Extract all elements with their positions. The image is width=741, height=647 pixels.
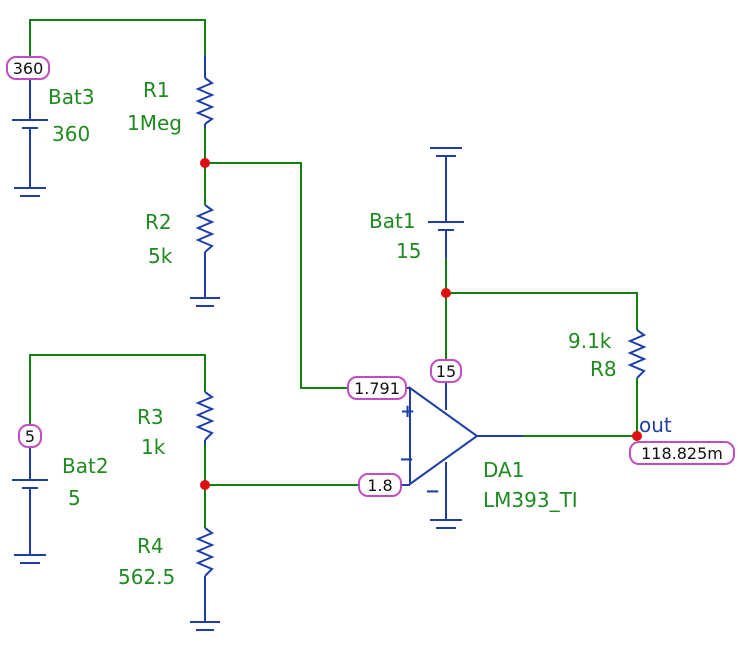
resistor-r2[interactable] <box>190 204 220 307</box>
label-r3-name: R3 <box>137 405 164 429</box>
pin-plus: + <box>400 401 415 422</box>
label-r4-value: 562.5 <box>118 565 175 589</box>
label-bat3-name: Bat3 <box>48 85 95 109</box>
label-r1-value: 1Meg <box>127 111 182 135</box>
label-r4-name: R4 <box>137 534 164 558</box>
node-supply <box>441 288 451 298</box>
label-r8-value: 9.1k <box>568 329 612 353</box>
probe-bat3-node[interactable]: 360 <box>6 56 50 80</box>
label-bat1-name: Bat1 <box>369 209 416 233</box>
pin-supply-minus: − <box>425 481 440 502</box>
probe-output[interactable]: 118.825m <box>629 441 735 465</box>
resistor-r4[interactable] <box>190 527 220 631</box>
label-r3-value: 1k <box>141 435 166 459</box>
label-bat3-value: 360 <box>52 122 90 146</box>
svg-text:360: 360 <box>13 59 44 78</box>
probe-bat2-node[interactable]: 5 <box>18 424 42 448</box>
label-da1-name: DA1 <box>483 458 524 482</box>
wire-bat2-top <box>29 354 206 425</box>
label-r2-name: R2 <box>145 210 172 234</box>
svg-text:1.791: 1.791 <box>354 379 400 398</box>
wire-bat3-top <box>29 19 206 78</box>
wires <box>29 19 638 528</box>
battery-bat3[interactable] <box>12 80 48 197</box>
node-r3r4 <box>200 480 210 490</box>
net-label-out: out <box>639 413 672 437</box>
resistor-r1[interactable] <box>195 55 215 128</box>
battery-bat1[interactable] <box>428 147 464 258</box>
label-r2-value: 5k <box>148 244 173 268</box>
probe-inverting[interactable]: 1.8 <box>358 473 402 497</box>
opamp-da1[interactable]: + − − <box>392 382 523 529</box>
node-out <box>632 431 642 441</box>
probe-supply[interactable]: 15 <box>430 359 462 383</box>
label-da1-model: LM393_TI <box>483 488 578 512</box>
resistor-r8[interactable] <box>627 329 647 379</box>
svg-text:118.825m: 118.825m <box>641 444 723 463</box>
label-bat1-value: 15 <box>396 239 421 263</box>
battery-bat2[interactable] <box>12 448 48 564</box>
label-bat2-name: Bat2 <box>62 454 109 478</box>
probe-noninverting[interactable]: 1.791 <box>347 376 407 400</box>
label-r1-name: R1 <box>143 78 170 102</box>
svg-text:1.8: 1.8 <box>367 476 392 495</box>
pin-minus: − <box>399 449 414 470</box>
wire-r1r2-mid <box>204 128 350 389</box>
label-bat2-value: 5 <box>68 486 81 510</box>
wire-supply-r8 <box>446 292 638 330</box>
node-r1r2 <box>200 158 210 168</box>
svg-text:5: 5 <box>25 427 35 446</box>
label-r8-name: R8 <box>590 357 617 381</box>
svg-text:15: 15 <box>436 362 456 381</box>
resistor-r3[interactable] <box>195 391 215 445</box>
